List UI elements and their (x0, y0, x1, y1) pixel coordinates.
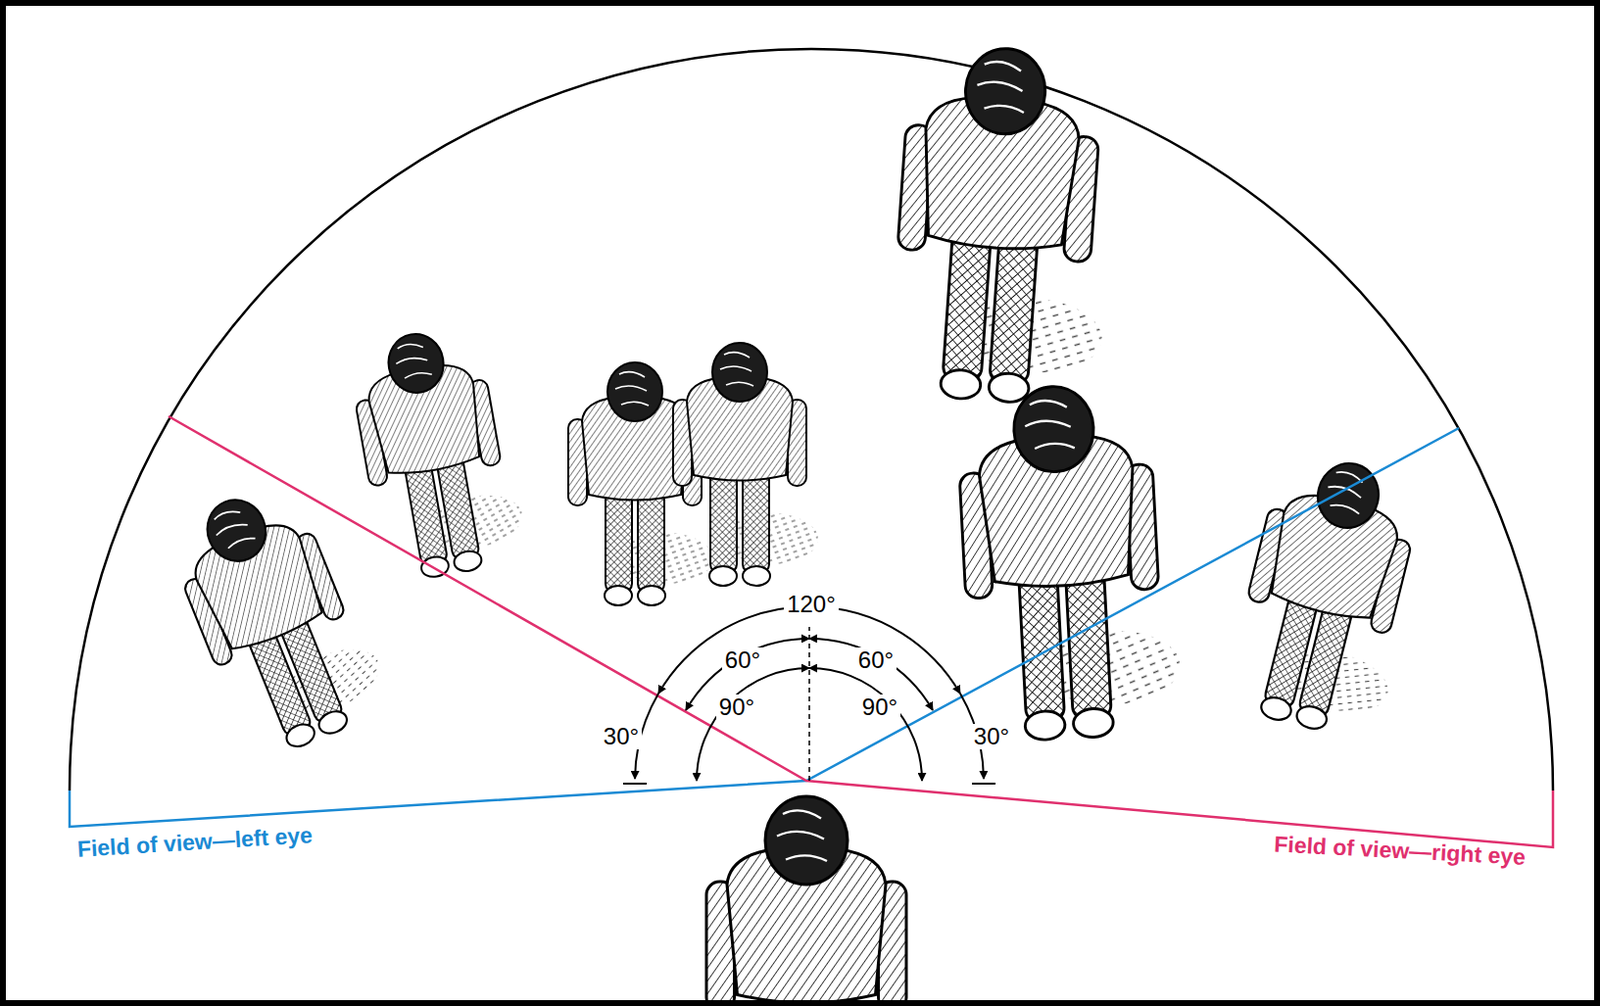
person-figure (673, 342, 819, 586)
view-boundary (69, 48, 1553, 791)
tick (971, 782, 996, 785)
person-figure (955, 381, 1184, 744)
person-figure (1219, 446, 1440, 745)
angle-label: 90° (716, 694, 758, 721)
center-line (808, 627, 811, 781)
angle-label: 120° (783, 591, 839, 618)
person-figure (887, 42, 1122, 409)
angle-arc (658, 606, 961, 694)
left-eye-field-line (69, 428, 1459, 827)
field-label: Field of view—right eye (1270, 832, 1530, 872)
angle-arc (809, 668, 922, 781)
angle-label: 60° (722, 647, 764, 674)
person-figure (344, 320, 531, 585)
angle-label: 90° (859, 694, 901, 721)
angle-label: 30° (970, 724, 1013, 750)
tick (623, 782, 647, 785)
field-label: Field of view—left eye (73, 823, 316, 863)
person-figure (159, 471, 397, 766)
observer-figure (706, 796, 924, 1006)
angle-label: 30° (600, 724, 642, 750)
right-eye-field-line (168, 416, 1553, 848)
angle-arc (696, 668, 810, 781)
angle-label: 60° (855, 647, 897, 674)
